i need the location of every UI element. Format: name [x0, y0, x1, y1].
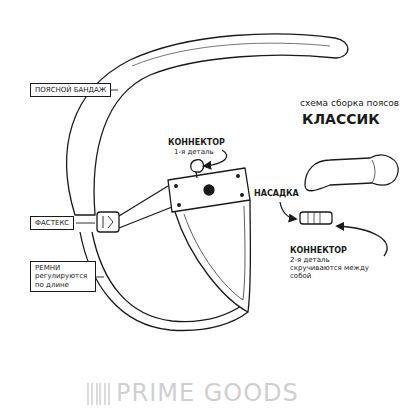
rivet [178, 204, 181, 207]
rivet [241, 194, 244, 197]
buckle [97, 212, 119, 232]
front-plate [168, 168, 250, 212]
part-name: КОННЕКТОР [290, 246, 347, 255]
callout-box: ПОЯСНОЙ БАНДАЖ [30, 83, 111, 97]
leader-line [95, 277, 104, 278]
product-name: КЛАССИК [302, 111, 380, 127]
watermark: PRIME GOODS [116, 380, 299, 408]
connector-thread [308, 212, 320, 224]
callout-text: ПОЯСНОЙ БАНДАЖ [35, 86, 106, 94]
side-strap [119, 186, 172, 228]
callout-box: ФАСТЕКС [30, 216, 74, 230]
rivet [175, 185, 178, 188]
connector-stem [196, 172, 197, 178]
attachment-detail [372, 160, 375, 183]
band-seam [132, 43, 330, 66]
front-pouch [175, 200, 251, 312]
watermark-logo [88, 383, 109, 405]
part-name: КОННЕКТОР [168, 138, 225, 147]
buckle-detail [103, 216, 113, 228]
rivet [237, 175, 240, 178]
diagram-title: схема сборка поясов [300, 98, 399, 108]
callout-text: ФАСТЕКС [35, 219, 69, 227]
front-pouch-inner [184, 206, 245, 300]
callout-text: РЕМНИ регулируются по длине [35, 264, 91, 289]
connector-part-1 [191, 160, 204, 172]
part-name: НАСАДКА [254, 189, 299, 198]
part-note: 1-я деталь [174, 148, 214, 156]
callout-box: РЕМНИ регулируются по длине [30, 261, 96, 292]
plate-hole [204, 185, 214, 195]
part-note: 2-я деталь скручиваются между собой [290, 256, 382, 280]
leader-line [76, 223, 95, 224]
pointer-arrow [280, 202, 296, 219]
connector-part-2 [300, 212, 332, 224]
attachment [305, 155, 398, 191]
